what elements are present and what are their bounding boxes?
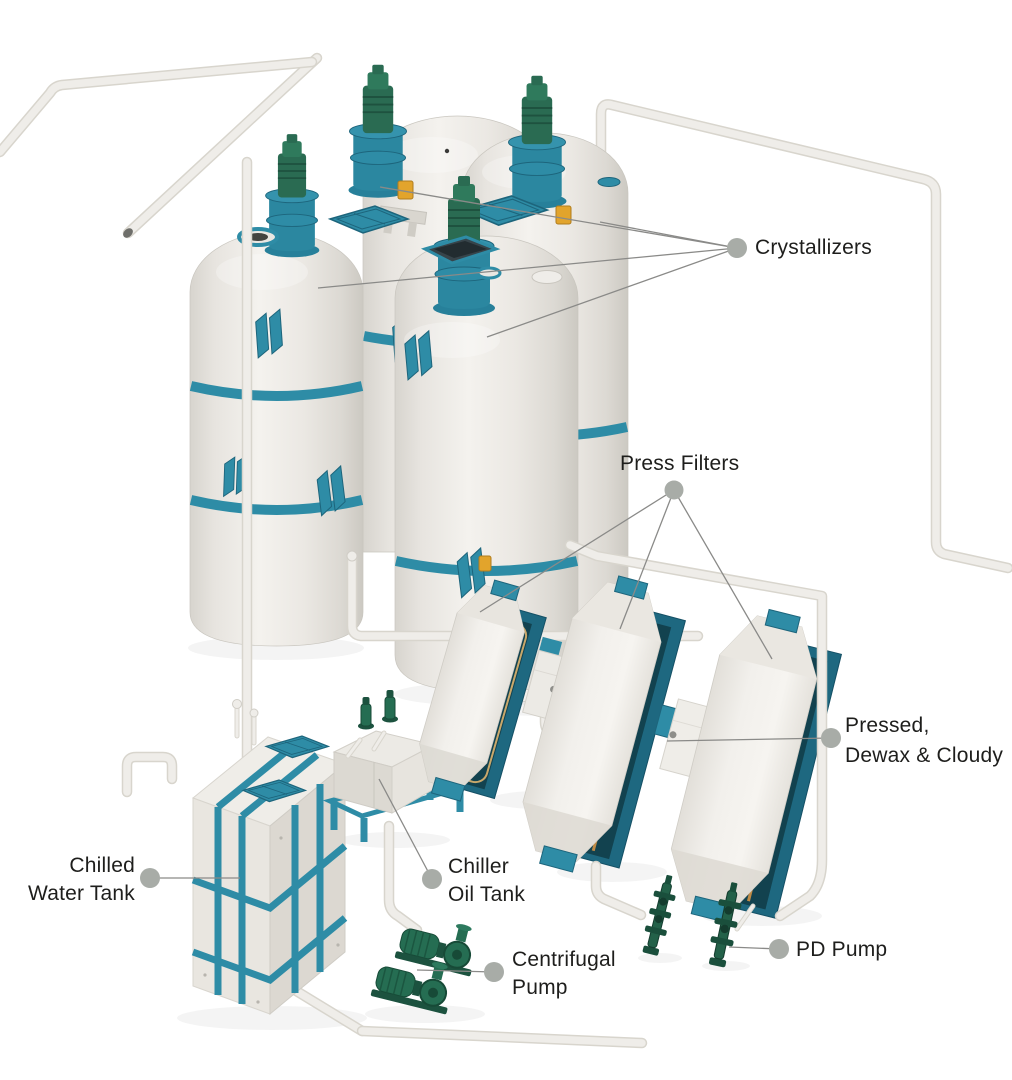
chiller-pump bbox=[357, 696, 375, 730]
leader-dot-crystallizers bbox=[727, 238, 747, 258]
leader-dot-centrifugal-pump bbox=[484, 962, 504, 982]
agitator-motor bbox=[506, 74, 568, 210]
leader-crystallizers bbox=[317, 186, 747, 338]
label-text: Press Filters bbox=[620, 452, 740, 475]
leader-dot-pd-pump bbox=[769, 939, 789, 959]
label-chilled-water-tank: Chilled Water Tank bbox=[18, 852, 135, 908]
chilled-water-tank bbox=[191, 735, 348, 1016]
leader-dot-pressed-dewax bbox=[821, 728, 841, 748]
leader-chiller-oil-tank bbox=[378, 778, 442, 889]
press-filter-1 bbox=[419, 579, 547, 802]
label-text-line2: Dewax & Cloudy bbox=[845, 744, 1004, 767]
label-centrifugal-pump: Centrifugal Pump bbox=[512, 946, 616, 1002]
label-text-line1: Chiller bbox=[448, 855, 509, 878]
label-text-line2: Oil Tank bbox=[448, 883, 526, 906]
label-text-line1: Chilled bbox=[69, 854, 135, 877]
label-press-filters: Press Filters bbox=[620, 450, 739, 478]
agitator-motor bbox=[347, 63, 409, 199]
label-text: PD Pump bbox=[796, 938, 888, 961]
leader-pd-pump bbox=[728, 939, 789, 959]
leader-dot-chiller-oil-tank bbox=[422, 869, 442, 889]
label-pressed-dewax-cloudy: Pressed, Dewax & Cloudy bbox=[845, 711, 1003, 771]
leader-chilled-water-tank bbox=[140, 868, 240, 888]
crystallizer-tank-1 bbox=[189, 133, 409, 647]
label-text-line2: Pump bbox=[512, 976, 568, 999]
label-crystallizers: Crystallizers bbox=[755, 234, 872, 262]
leader-dot-chilled-water-tank bbox=[140, 868, 160, 888]
leader-centrifugal-pump bbox=[416, 962, 504, 982]
leader-pressed-dewax bbox=[666, 728, 841, 748]
press-filter-2 bbox=[522, 575, 687, 873]
leader-press-filters bbox=[479, 480, 773, 660]
label-text-line1: Centrifugal bbox=[512, 948, 616, 971]
label-chiller-oil-tank: Chiller Oil Tank bbox=[448, 853, 525, 909]
label-text-line2: Water Tank bbox=[27, 882, 135, 905]
label-text-line1: Pressed, bbox=[845, 714, 930, 737]
annotation-leaders bbox=[140, 186, 841, 982]
pipe-open-end bbox=[123, 228, 133, 238]
label-pd-pump: PD Pump bbox=[796, 936, 887, 964]
level-device bbox=[555, 205, 572, 225]
pipes-front bbox=[121, 539, 828, 1049]
label-text: Crystallizers bbox=[755, 236, 872, 259]
leader-dot-press-filters bbox=[664, 480, 684, 500]
pipes-back bbox=[0, 52, 1012, 574]
